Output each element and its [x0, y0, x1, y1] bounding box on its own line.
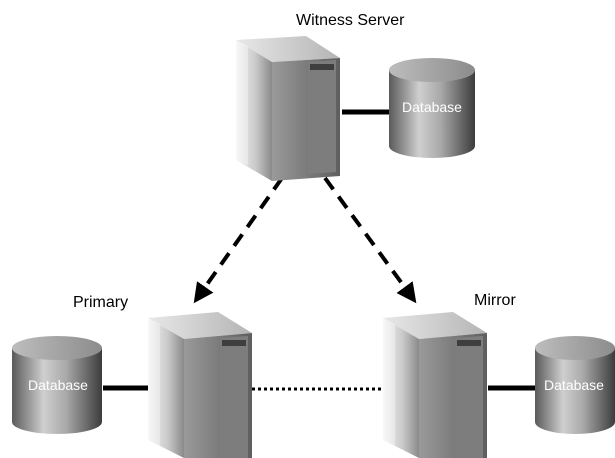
primary-database-label: Database [28, 377, 88, 393]
primary-server-icon [148, 312, 252, 458]
primary-database-icon: Database [12, 336, 102, 434]
witness-to-primary-arrow [193, 176, 284, 304]
mirror-server-icon [383, 312, 487, 458]
mirror-database-label: Database [544, 377, 604, 393]
witness-server-label: Witness Server [296, 12, 405, 29]
witness-to-mirror-arrow [323, 176, 417, 304]
witness-database-label: Database [402, 99, 462, 115]
witness-server-icon [236, 36, 340, 181]
witness-database-icon: Database [389, 58, 475, 158]
mirror-label: Mirror [474, 292, 516, 309]
mirror-database-icon: Database [535, 336, 615, 434]
primary-label: Primary [73, 294, 128, 311]
